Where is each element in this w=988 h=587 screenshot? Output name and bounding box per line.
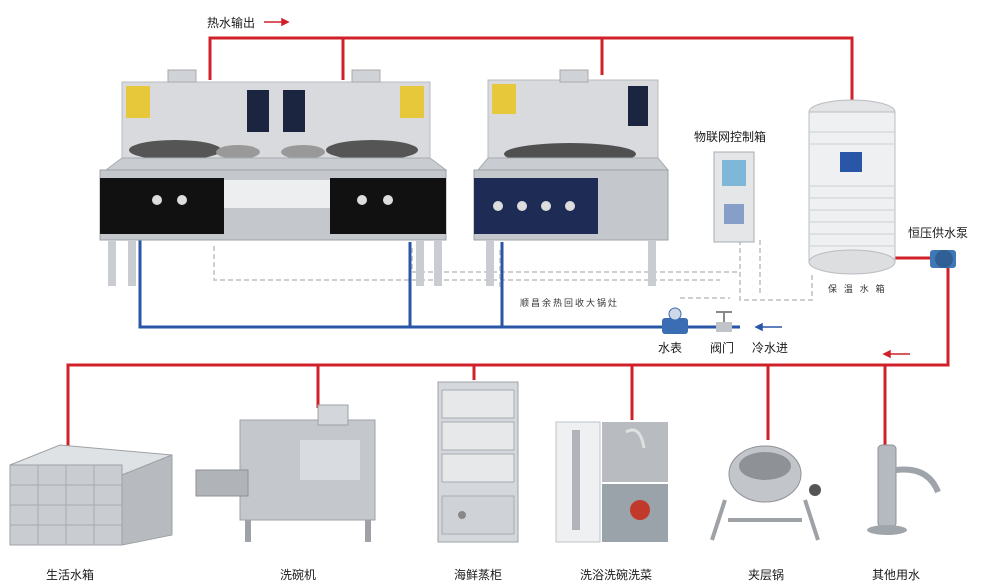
valve-label: 阀门 <box>710 341 735 355</box>
water-meter-label: 水表 <box>658 341 683 355</box>
cold-water-in-label: 冷水进 <box>752 341 789 355</box>
signal-lines <box>213 240 813 301</box>
water-meter-image <box>662 307 688 334</box>
faucet-image <box>867 444 941 535</box>
dest-other-water-label: 其他用水 <box>872 568 921 582</box>
stove-caption-label: 顺昌余热回收大锅灶 <box>520 299 620 309</box>
jacketed-kettle-image <box>710 445 821 541</box>
washing-photos-image <box>555 421 668 543</box>
arrow-right-icon <box>264 17 290 27</box>
hot-water-output-label: 热水输出 <box>207 16 256 30</box>
arrow-left-icon <box>882 349 910 359</box>
dest-jacketed-kettle-label: 夹层锅 <box>748 568 785 582</box>
double-burner-stove-image <box>99 69 448 286</box>
pump-label: 恒压供水泵 <box>908 226 969 240</box>
dest-seafood-steamer-label: 海鲜蒸柜 <box>454 568 503 582</box>
cold-water-pipes <box>138 240 740 329</box>
valve-image <box>716 311 732 332</box>
insulated-tank-image <box>808 99 896 275</box>
domestic-water-tank-image <box>9 444 173 546</box>
dishwasher-image <box>195 404 376 542</box>
tank-label: 保 温 水 箱 <box>828 285 887 295</box>
hot-water-pipes <box>66 36 950 455</box>
dest-domestic-tank-label: 生活水箱 <box>46 568 95 582</box>
dest-washing-label: 洗浴洗碗洗菜 <box>580 568 653 582</box>
pump-image <box>930 250 956 268</box>
iot-control-box-image <box>713 151 755 243</box>
single-wok-stove-image <box>473 69 670 286</box>
iot-box-label: 物联网控制箱 <box>694 130 767 144</box>
dest-dishwasher-label: 洗碗机 <box>280 568 317 582</box>
cold-in-arrow-icon <box>754 322 782 332</box>
seafood-steamer-image <box>437 381 519 543</box>
